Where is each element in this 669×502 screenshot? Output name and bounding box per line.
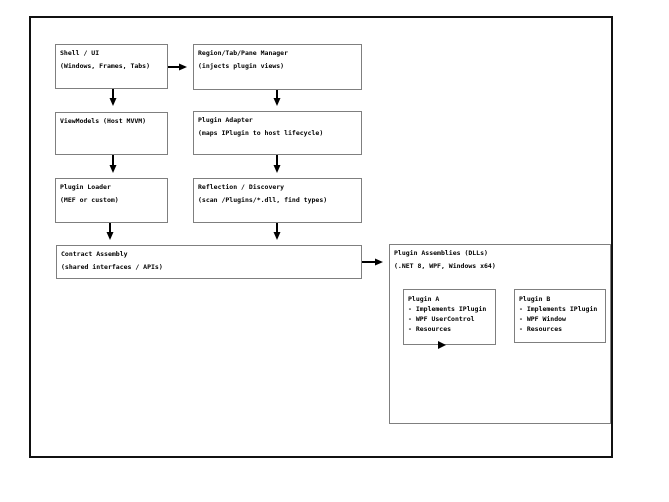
node-plugin-adapter: Plugin Adapter (maps IPlugin to host lif… (193, 111, 362, 155)
node-title: Region/Tab/Pane Manager (198, 49, 289, 57)
node-subtitle: (MEF or custom) (60, 196, 119, 204)
node-subtitle: (.NET 8, WPF, Windows x64) (394, 262, 496, 270)
node-subtitle: (Windows, Frames, Tabs) (60, 62, 151, 70)
node-viewmodels: ViewModels (Host MVVM) (55, 112, 168, 155)
node-title: Plugin A (408, 295, 440, 303)
node-list-item: - Implements IPlugin (519, 305, 598, 313)
node-title: Plugin Assemblies (DLLs) (394, 249, 488, 257)
node-region-tab-pane-manager: Region/Tab/Pane Manager (injects plugin … (193, 44, 362, 90)
node-list-item: - WPF UserControl (408, 315, 475, 323)
node-subtitle: (injects plugin views) (198, 62, 285, 70)
node-plugin-b: Plugin B - Implements IPlugin - WPF Wind… (514, 289, 606, 343)
node-title: Contract Assembly (61, 250, 128, 258)
node-contract-assembly: Contract Assembly (shared interfaces / A… (56, 245, 362, 279)
node-title: Plugin Loader (60, 183, 111, 191)
node-title: Shell / UI (60, 49, 100, 57)
node-subtitle: (scan /Plugins/*.dll, find types) (198, 196, 328, 204)
node-title: Plugin B (519, 295, 551, 303)
node-subtitle: (maps IPlugin to host lifecycle) (198, 129, 324, 137)
node-title: Reflection / Discovery (198, 183, 285, 191)
node-title: ViewModels (Host MVVM) (60, 117, 147, 125)
node-list-item: - Resources (408, 325, 452, 333)
node-list-item: - Resources (519, 325, 563, 333)
node-subtitle: (shared interfaces / APIs) (61, 263, 163, 271)
node-list-item: - Implements IPlugin (408, 305, 487, 313)
node-shell-ui: Shell / UI (Windows, Frames, Tabs) (55, 44, 168, 89)
node-plugin-a: Plugin A - Implements IPlugin - WPF User… (403, 289, 496, 345)
node-plugin-loader: Plugin Loader (MEF or custom) (55, 178, 168, 223)
node-reflection-discovery: Reflection / Discovery (scan /Plugins/*.… (193, 178, 362, 223)
node-list-item: - WPF Window (519, 315, 566, 323)
node-title: Plugin Adapter (198, 116, 253, 124)
